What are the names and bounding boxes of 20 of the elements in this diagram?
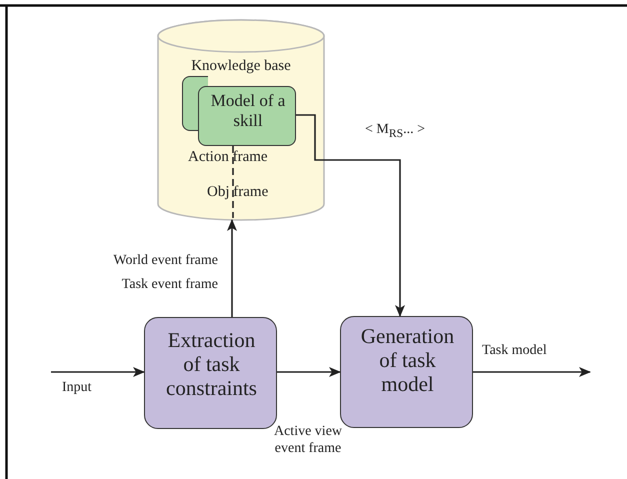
node-heading: Knowledge base xyxy=(191,58,291,74)
process-box xyxy=(340,316,473,428)
arrow xyxy=(51,367,145,377)
arrow xyxy=(227,219,237,317)
edge-label: Input xyxy=(62,380,92,395)
edge-label: Task model xyxy=(482,343,547,358)
annotation-text: Task event frame xyxy=(122,277,218,292)
node-label: Generation of task model xyxy=(360,324,454,396)
node-text: Obj frame xyxy=(207,184,268,200)
annotation-text: World event frame xyxy=(113,253,218,268)
dashed-connector xyxy=(232,146,234,218)
edge-label: Active view event frame xyxy=(274,424,342,456)
arrow xyxy=(296,114,405,317)
model-box xyxy=(198,86,296,146)
node-label: Extraction of task constraints xyxy=(166,328,257,400)
arrow xyxy=(473,367,591,377)
node-text: Action frame xyxy=(188,149,268,165)
node-label: Model of a skill xyxy=(210,91,286,130)
arrow xyxy=(277,367,341,377)
edge-label: < M$_{RS}$... > xyxy=(365,122,426,137)
